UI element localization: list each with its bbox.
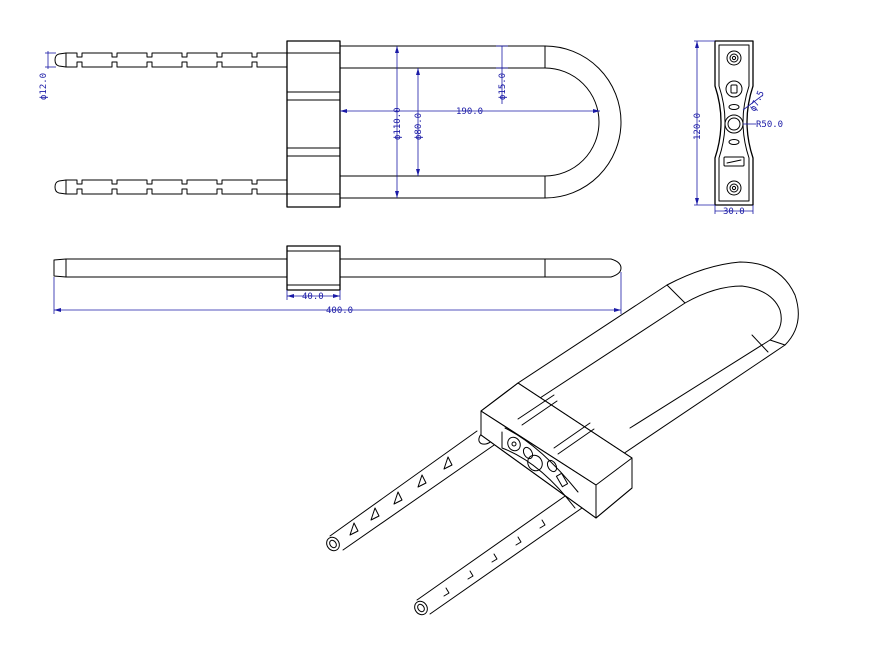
- isometric-view: [326, 261, 799, 616]
- side-view: [714, 40, 754, 206]
- lock-body-top-view: [286, 40, 341, 208]
- iso-shackle-bend: [517, 261, 799, 459]
- lock-body-front-view: [286, 245, 341, 291]
- dim-body-radius: R50.0: [756, 120, 783, 130]
- iso-upper-prong: [326, 429, 498, 552]
- front-view-dimensions: 40.0 400.0: [53, 272, 622, 316]
- keyhole: [725, 80, 743, 98]
- dim-shackle-diameter: ϕ12.0: [39, 73, 49, 100]
- button: [724, 114, 744, 134]
- front-view: [53, 245, 622, 291]
- iso-lock-body: [480, 382, 633, 519]
- dim-outer-width: ϕ110.0: [393, 107, 403, 140]
- upper-shackle-bar: [54, 52, 288, 68]
- slot: [723, 156, 745, 167]
- top-view: [54, 40, 622, 208]
- top-screw: [726, 50, 742, 66]
- dim-inner-width: ϕ80.0: [414, 113, 424, 140]
- u-bend: [339, 45, 622, 199]
- top-view-dimensions: ϕ12.0 ϕ15.0 190.0 ϕ110.0 ϕ80.0: [39, 45, 600, 198]
- dim-inner-diameter: ϕ15.0: [498, 73, 508, 100]
- dim-body-height: 120.0: [693, 113, 703, 140]
- dim-overall-length: 400.0: [326, 306, 353, 316]
- bottom-screw: [726, 180, 742, 196]
- dim-block-width: 40.0: [302, 292, 324, 302]
- dim-body-width: 30.0: [723, 207, 745, 217]
- lower-shackle-bar: [54, 179, 288, 195]
- iso-lower-prong: [414, 493, 583, 616]
- dim-shackle-length: 190.0: [456, 107, 483, 117]
